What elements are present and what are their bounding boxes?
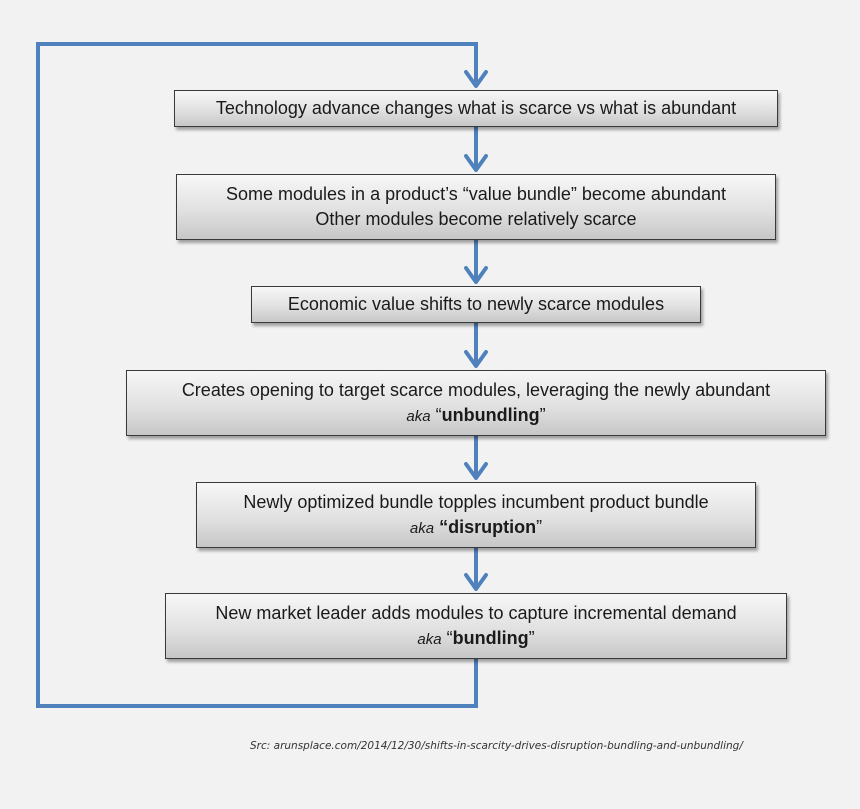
- step-1-box: Technology advance changes what is scarc…: [174, 90, 778, 127]
- aka-label: aka: [406, 407, 431, 425]
- step-6-aka-line: aka “bundling”: [417, 626, 534, 652]
- arrowhead-step2-to-step3: [464, 266, 488, 284]
- feedback-loop-line: [36, 42, 478, 708]
- arrowhead-step4-to-step5: [464, 462, 488, 480]
- step-2-text-line-2: Other modules become relatively scarce: [315, 209, 637, 229]
- term-disruption: disruption: [448, 516, 537, 537]
- step-3-text: Economic value shifts to newly scarce mo…: [287, 294, 665, 314]
- step-1-text: Technology advance changes what is scarc…: [215, 98, 737, 118]
- close-quote: ”: [539, 404, 546, 425]
- step-5-text: Newly optimized bundle topples incumbent…: [243, 491, 709, 512]
- close-quote: ”: [528, 627, 535, 648]
- source-citation: Src: arunsplace.com/2014/12/30/shifts-in…: [250, 740, 743, 752]
- aka-label: aka: [417, 630, 442, 648]
- step-5-box: Newly optimized bundle topples incumbent…: [196, 482, 756, 548]
- arrowhead-step3-to-step4: [464, 350, 488, 368]
- open-quote: “: [446, 627, 453, 648]
- step-6-box: New market leader adds modules to captur…: [165, 593, 787, 659]
- step-2-text-line-1: Some modules in a product’s “value bundl…: [226, 184, 726, 204]
- step-3-box: Economic value shifts to newly scarce mo…: [251, 286, 701, 323]
- step-4-box: Creates opening to target scarce modules…: [126, 370, 826, 436]
- aka-label: aka: [409, 519, 435, 537]
- step-4-aka-line: aka “unbundling”: [406, 403, 545, 429]
- step-2-box: Some modules in a product’s “value bundl…: [176, 174, 776, 240]
- term-unbundling: unbundling: [441, 404, 540, 425]
- open-quote: “: [435, 404, 442, 425]
- step-5-aka-line: aka “disruption”: [410, 515, 542, 541]
- open-quote: “: [439, 516, 449, 537]
- arrowhead-step5-to-step6: [464, 573, 488, 591]
- step-4-text: Creates opening to target scarce modules…: [181, 379, 771, 400]
- close-quote: ”: [536, 516, 543, 537]
- step-6-text: New market leader adds modules to captur…: [215, 602, 737, 623]
- feedback-loop-arrowhead: [464, 70, 488, 88]
- arrowhead-step1-to-step2: [464, 154, 488, 172]
- term-bundling: bundling: [452, 627, 529, 648]
